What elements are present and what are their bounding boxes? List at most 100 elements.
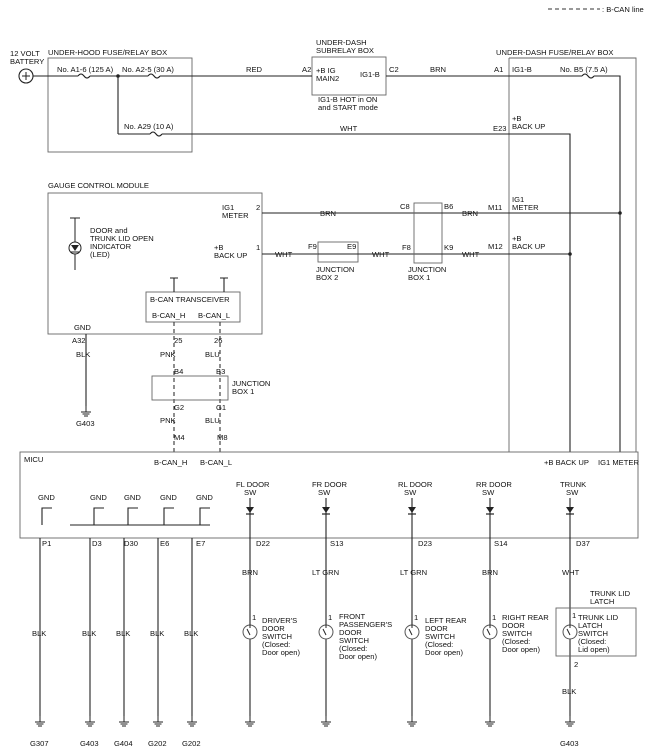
- junction-box-1-can: [151, 375, 229, 401]
- svg-text:1: 1: [414, 613, 418, 622]
- fuse-icon: [581, 73, 595, 79]
- wire-color-blk: BLK: [76, 350, 90, 359]
- ground-icon: [186, 715, 198, 727]
- svg-text:Lid open): Lid open): [578, 645, 610, 654]
- svg-text:GND: GND: [196, 493, 213, 502]
- pin-f8: F8: [402, 243, 411, 252]
- underhood-box-title: UNDER-HOOD FUSE/RELAY BOX: [48, 48, 167, 57]
- svg-text:PASSENGER'S: PASSENGER'S: [339, 620, 392, 629]
- svg-text:BLK: BLK: [32, 629, 46, 638]
- ig1-label-2: METER: [512, 203, 539, 212]
- front-passenger-door-switch: 1 FRONT PASSENGER'S DOOR SWITCH (Closed:…: [318, 612, 392, 661]
- wire-color-wht: WHT: [275, 250, 293, 259]
- diode-icon: [407, 506, 417, 515]
- svg-text:SW: SW: [404, 488, 417, 497]
- underhood-fuse-box: [47, 57, 193, 153]
- gcm-canl: B-CAN_L: [198, 311, 230, 320]
- battery-label-2: BATTERY: [10, 57, 44, 66]
- svg-text:(Closed:: (Closed:: [502, 637, 530, 646]
- ground-g202: G202: [182, 739, 201, 748]
- ground-icon: [484, 715, 496, 727]
- svg-text:GND: GND: [38, 493, 55, 502]
- gcm-ig1: IG1: [222, 203, 234, 212]
- svg-text:RL DOOR: RL DOOR: [398, 480, 433, 489]
- pin-c8: C8: [400, 202, 410, 211]
- svg-text:RIGHT REAR: RIGHT REAR: [502, 613, 549, 622]
- legend-label: : B-CAN line: [602, 5, 644, 14]
- svg-text:SW: SW: [566, 488, 579, 497]
- pin-d37: D37: [576, 539, 590, 548]
- ground-g202: G202: [148, 739, 167, 748]
- pin-m11: M11: [488, 203, 502, 212]
- led-label-1: DOOR and: [90, 226, 128, 235]
- ground-icon: [244, 715, 256, 727]
- pin-b4: B4: [174, 367, 183, 376]
- pin-b3: B3: [216, 367, 225, 376]
- pin-e9: E9: [347, 242, 356, 251]
- svg-text:SW: SW: [482, 488, 495, 497]
- pin-s14: S14: [494, 539, 508, 548]
- gauge-control-module: [47, 192, 263, 335]
- svg-text:1: 1: [492, 613, 496, 622]
- subrelay-note-1: IG1-B HOT in ON: [318, 95, 377, 104]
- svg-text:SWITCH: SWITCH: [339, 636, 369, 645]
- ground-wires: BLK BLK BLK BLK BLK G307 G403 G404 G202 …: [30, 538, 201, 748]
- pin-25: 25: [174, 336, 182, 345]
- svg-text:LT GRN: LT GRN: [400, 568, 427, 577]
- fuse-icon: [77, 73, 91, 79]
- ground-icon: [118, 715, 130, 727]
- wire-color-brn: BRN: [320, 209, 336, 218]
- ground-icon: [564, 715, 576, 727]
- led-label-2: TRUNK LID OPEN: [90, 234, 154, 243]
- fuse-b5: No. B5 (7.5 A): [560, 65, 608, 74]
- svg-text:SW: SW: [244, 488, 257, 497]
- backup-label-2: BACK UP: [512, 122, 545, 131]
- battery-label-1: 12 VOLT: [10, 49, 40, 58]
- ground-g403: G403: [560, 739, 579, 748]
- pin-e6: E6: [160, 539, 169, 548]
- ground-icon: [80, 405, 92, 417]
- svg-text:WHT: WHT: [562, 568, 580, 577]
- led-label-4: (LED): [90, 250, 110, 259]
- svg-text:Door open): Door open): [502, 645, 540, 654]
- ground-icon: [320, 715, 332, 727]
- fuse-icon: [149, 131, 163, 137]
- svg-text:GND: GND: [124, 493, 141, 502]
- fuse-a29: No. A29 (10 A): [124, 122, 174, 131]
- ground-icon: [34, 715, 46, 727]
- svg-text:(Closed:: (Closed:: [578, 637, 606, 646]
- svg-text:(Closed:: (Closed:: [262, 640, 290, 649]
- ig1-label-1: IG1: [512, 195, 524, 204]
- pin-a32: A32: [72, 336, 86, 345]
- wire-color-blu: BLU: [205, 350, 220, 359]
- subrelay-ig1b: IG1-B: [360, 70, 380, 79]
- gcm-bplus: +B: [214, 243, 224, 252]
- svg-text:GND: GND: [160, 493, 177, 502]
- svg-text:SWITCH: SWITCH: [425, 632, 455, 641]
- pin-a1: A1: [494, 65, 503, 74]
- micu-box: [19, 451, 639, 539]
- svg-text:SW: SW: [318, 488, 331, 497]
- diode-icon: [321, 506, 331, 515]
- pin-d3: D3: [92, 539, 102, 548]
- jb1-label-3: JUNCTION: [408, 265, 446, 274]
- pin-m12: M12: [488, 242, 503, 251]
- svg-text:BLK: BLK: [82, 629, 96, 638]
- wire-color-brn: BRN: [462, 209, 478, 218]
- micu-backup: +B BACK UP: [544, 458, 589, 467]
- svg-text:2: 2: [574, 660, 578, 669]
- svg-text:BLK: BLK: [184, 629, 198, 638]
- switch-icon: [318, 623, 334, 640]
- junction-box-1: [413, 202, 443, 264]
- svg-text:(Closed:: (Closed:: [339, 644, 367, 653]
- switch-icon: [562, 623, 578, 640]
- pin-s13: S13: [330, 539, 344, 548]
- pin-d30: D30: [124, 539, 138, 548]
- underdash-box-title: UNDER-DASH FUSE/RELAY BOX: [496, 48, 613, 57]
- wire-color-blu: BLU: [205, 416, 220, 425]
- svg-text:TRUNK: TRUNK: [560, 480, 586, 489]
- diode-icon: [245, 506, 255, 515]
- pin-b6: B6: [444, 202, 453, 211]
- left-rear-door-switch: 1 LEFT REAR DOOR SWITCH (Closed: Door op…: [404, 613, 467, 657]
